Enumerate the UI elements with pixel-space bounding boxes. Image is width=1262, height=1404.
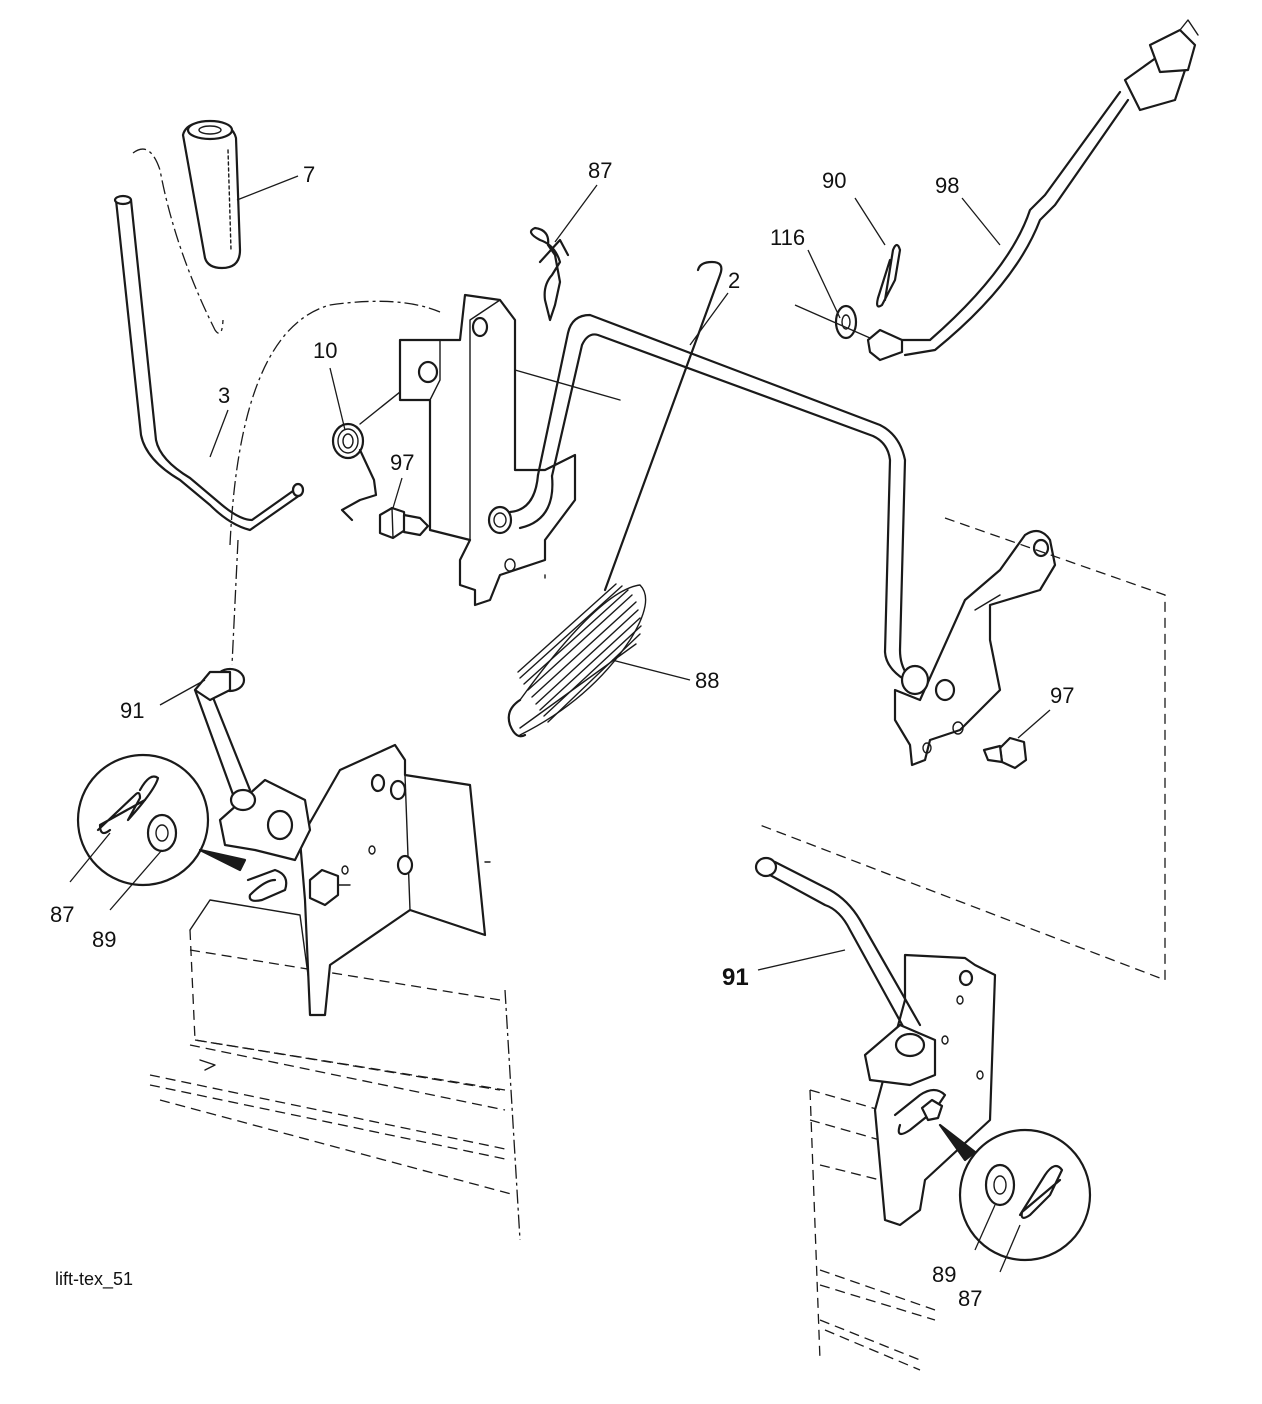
callout-97-mid: 97 <box>390 450 414 475</box>
washer-part-116[interactable] <box>834 304 858 340</box>
callout-91-left: 91 <box>120 698 144 723</box>
lift-shaft-part-2[interactable] <box>487 313 932 692</box>
centerline-link <box>794 304 871 339</box>
callout-87-top: 87 <box>588 158 612 183</box>
diagram-id-label: lift-tex_51 <box>55 1269 133 1290</box>
callout-3: 3 <box>218 383 230 408</box>
lift-arm-part-91-right[interactable] <box>754 856 947 1136</box>
callout-91-right: 91 <box>722 964 749 991</box>
callout-7: 7 <box>303 162 315 187</box>
callout-87-left: 87 <box>50 902 74 927</box>
callout-labels: 7 87 90 98 116 2 10 3 97 88 97 91 87 89 … <box>50 158 1074 1311</box>
callout-10: 10 <box>313 338 337 363</box>
hairpin-clip-part-87-top[interactable] <box>529 226 570 322</box>
callout-97-right: 97 <box>1050 683 1074 708</box>
cotter-pin-part-90[interactable] <box>876 243 902 308</box>
lift-arm-part-91-left[interactable] <box>193 667 351 907</box>
lower-left-bracket <box>298 743 491 1017</box>
deck-outline-upper-right <box>759 517 1166 981</box>
right-bracket <box>893 529 1057 767</box>
detail-circle-right <box>938 1123 1092 1262</box>
upper-bracket <box>398 293 621 607</box>
lower-right-deck <box>809 1089 936 1371</box>
handle-grip-part-7[interactable] <box>132 119 242 334</box>
callout-116: 116 <box>770 225 805 250</box>
lift-lever-part-3[interactable] <box>113 194 305 532</box>
leader-lines <box>69 175 1051 1273</box>
phantom-line-lever-down <box>231 539 239 666</box>
callout-98: 98 <box>935 173 959 198</box>
callout-90: 90 <box>822 168 846 193</box>
detail-circle-left <box>76 753 247 887</box>
extension-spring-part-88[interactable] <box>507 260 723 738</box>
spring-coils <box>517 583 647 736</box>
lower-left-deck <box>149 899 521 1241</box>
callout-89-right: 89 <box>932 1262 956 1287</box>
hex-bolt-part-97-right[interactable] <box>982 736 1028 770</box>
torsion-spring-part-10[interactable] <box>331 367 431 522</box>
callout-87-right: 87 <box>958 1286 982 1311</box>
callout-2: 2 <box>728 268 740 293</box>
link-pin <box>866 328 904 362</box>
lift-link-part-98[interactable] <box>898 19 1199 357</box>
callout-89-left: 89 <box>92 927 116 952</box>
hex-bolt-part-97-mid[interactable] <box>378 506 430 540</box>
callout-88: 88 <box>695 668 719 693</box>
